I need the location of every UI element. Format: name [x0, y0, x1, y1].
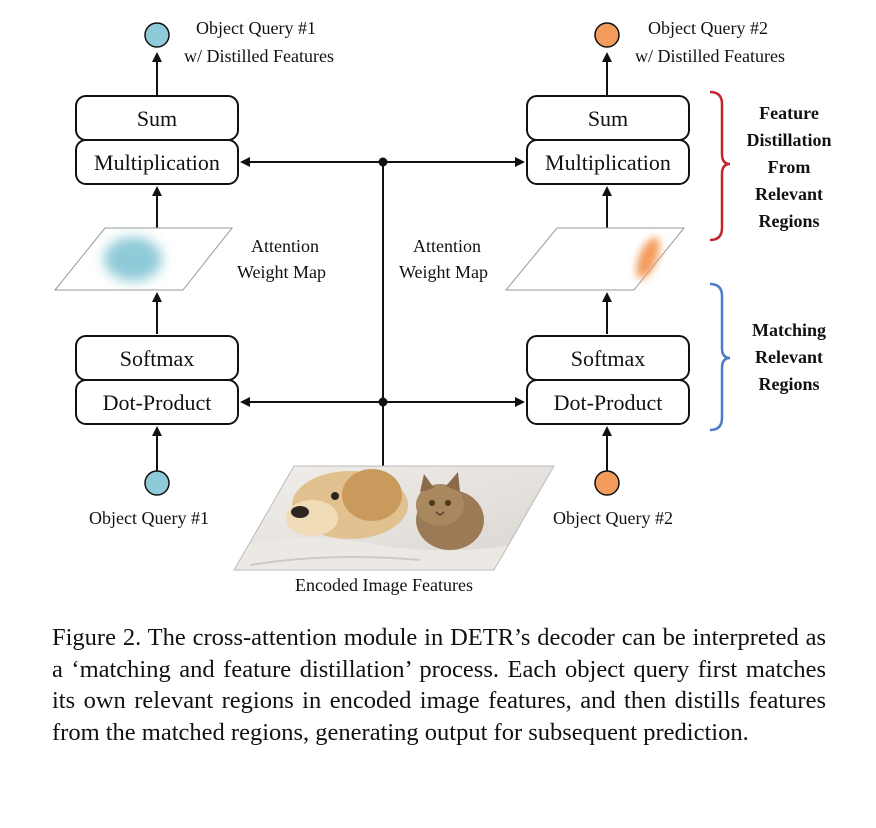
match-text-line3: Regions — [758, 374, 819, 394]
right-attention-blob — [636, 237, 660, 279]
junction-dot-bottom — [378, 397, 388, 407]
matching-regions-bracket — [709, 282, 731, 432]
left-output-label-line2: w/ Distilled Features — [184, 46, 334, 66]
right-input-label: Object Query #2 — [553, 508, 673, 528]
left-dot-product-box — [75, 379, 239, 425]
distill-text-line4: Relevant — [755, 184, 823, 204]
left-sum-label: Sum — [137, 106, 177, 131]
left-attention-label-line2: Weight Map — [237, 262, 326, 282]
left-dot-product-label: Dot-Product — [103, 390, 212, 415]
left-input-label: Object Query #1 — [89, 508, 209, 528]
right-softmax-label: Softmax — [571, 346, 646, 371]
right-output-label-line1: Object Query #2 — [648, 18, 768, 38]
right-output-label-line2: w/ Distilled Features — [635, 46, 785, 66]
match-text-line2: Relevant — [755, 347, 823, 367]
right-sum-label: Sum — [588, 106, 628, 131]
left-multiplication-box — [75, 139, 239, 185]
junction-dot-top — [378, 157, 388, 167]
right-input-query-node — [594, 470, 620, 496]
cat-head — [416, 484, 464, 526]
left-branch: Object Query #1 w/ Distilled Features Su… — [53, 18, 334, 528]
right-attention-label-line1: Attention — [413, 236, 481, 256]
distill-text-line3: From — [768, 157, 811, 177]
distill-text-line5: Regions — [758, 211, 819, 231]
cross-attention-diagram: Object Query #1 w/ Distilled Features Su… — [53, 18, 832, 595]
right-multiplication-box — [526, 139, 690, 185]
right-multiplication-label: Multiplication — [545, 150, 671, 175]
encoded-image-features-label: Encoded Image Features — [295, 575, 473, 595]
right-dot-product-label: Dot-Product — [554, 390, 663, 415]
left-input-query-node — [144, 470, 170, 496]
right-attention-map-plane — [504, 227, 686, 291]
right-dot-product-box — [526, 379, 690, 425]
left-multiplication-label: Multiplication — [94, 150, 220, 175]
encoded-image-features-picture — [233, 465, 555, 571]
match-text-line1: Matching — [752, 320, 826, 340]
right-branch: Object Query #2 w/ Distilled Features Su… — [399, 18, 785, 528]
left-output-query-node — [144, 22, 170, 48]
distill-text-line1: Feature — [759, 103, 819, 123]
figure-caption: Figure 2. The cross-attention module in … — [52, 624, 826, 746]
right-attention-label-line2: Weight Map — [399, 262, 488, 282]
left-attention-label-line1: Attention — [251, 236, 319, 256]
distill-text-line2: Distillation — [746, 130, 831, 150]
right-output-query-node — [594, 22, 620, 48]
left-attention-blob — [104, 237, 162, 281]
feature-distillation-bracket — [709, 90, 731, 242]
left-output-label-line1: Object Query #1 — [196, 18, 316, 38]
left-softmax-label: Softmax — [120, 346, 195, 371]
